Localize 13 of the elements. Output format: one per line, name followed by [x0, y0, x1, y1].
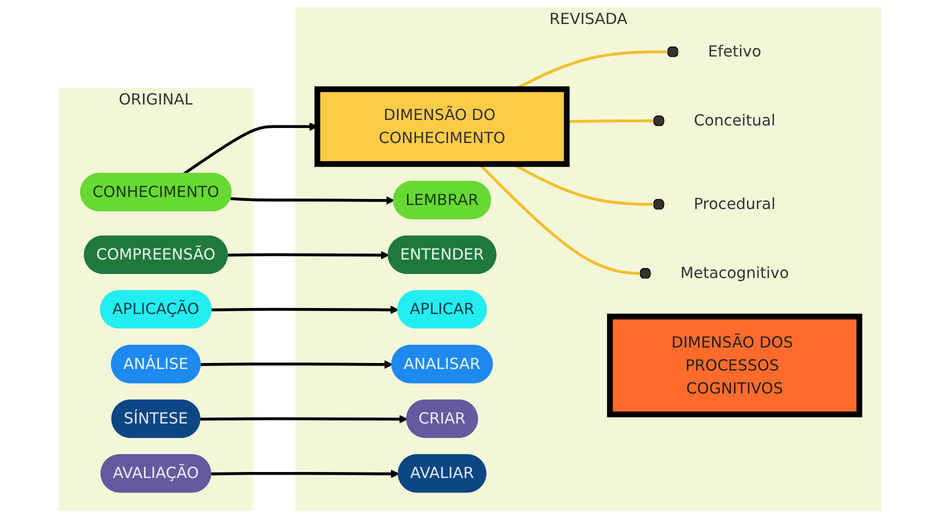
- arrow: [228, 250, 390, 260]
- arrow: [230, 196, 394, 205]
- node-text: Efetivo: [708, 42, 762, 60]
- connector: [566, 115, 666, 127]
- node-box: DIMENSÃO DOS PROCESSOS COGNITIVOS: [607, 314, 862, 418]
- node-box: DIMENSÃO DO CONHECIMENTO: [314, 86, 570, 167]
- node-text: Metacognitivo: [680, 264, 789, 282]
- arrow: [200, 360, 393, 369]
- arrow: [211, 470, 400, 478]
- node-text: Conceitual: [694, 111, 776, 130]
- arrow: [200, 414, 408, 424]
- arrow: [212, 306, 399, 314]
- node-text: Procedural: [694, 194, 776, 213]
